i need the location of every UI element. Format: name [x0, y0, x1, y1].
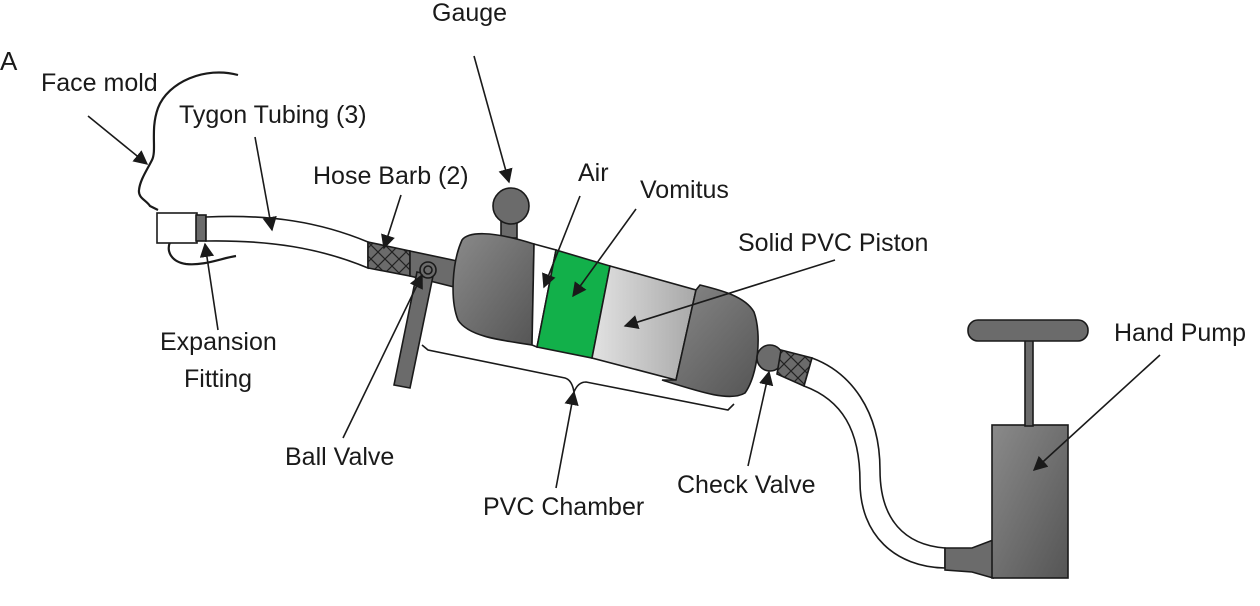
- label-ball-valve: Ball Valve: [285, 443, 394, 471]
- arrow-expansion-fitting: [199, 242, 219, 331]
- expansion-fitting-collar: [195, 214, 207, 242]
- hose-barb-front: [367, 241, 411, 277]
- chamber-left-cap: [452, 232, 535, 346]
- label-pvc-chamber: PVC Chamber: [483, 493, 644, 521]
- label-solid-pvc-piston: Solid PVC Piston: [738, 229, 928, 257]
- face-mold-profile: [137, 71, 239, 211]
- expansion-fitting: [156, 212, 198, 244]
- label-air: Air: [578, 159, 609, 187]
- chamber-right-cap: [661, 284, 759, 398]
- label-hose-barb: Hose Barb (2): [313, 162, 469, 190]
- arrow-hose-barb: [381, 194, 402, 250]
- label-vomitus: Vomitus: [640, 176, 729, 204]
- arrow-check-valve: [747, 370, 774, 467]
- arrow-face-mold: [87, 115, 149, 165]
- arrow-ball-valve: [342, 273, 423, 439]
- label-expansion-fitting-1: Expansion: [160, 328, 277, 356]
- arrow-air: [542, 195, 581, 289]
- label-tygon-tubing: Tygon Tubing (3): [179, 101, 367, 129]
- label-face-mold: Face mold: [41, 69, 158, 97]
- hand-pump: [944, 319, 1089, 580]
- arrow-piston: [623, 259, 836, 329]
- face-mold-chin: [167, 241, 237, 266]
- label-gauge: Gauge: [432, 0, 507, 27]
- pointer-arrows: [87, 55, 1161, 489]
- tygon-tubing-front: [205, 215, 369, 270]
- tygon-tubing-rear: [803, 356, 946, 569]
- arrow-pvc-chamber: [555, 390, 579, 489]
- label-hand-pump: Hand Pump: [1114, 319, 1246, 347]
- ball-valve: [393, 261, 437, 389]
- arrow-tygon-tubing: [254, 136, 277, 232]
- label-check-valve: Check Valve: [677, 471, 816, 499]
- arrow-vomitus: [572, 208, 637, 298]
- gauge: [492, 187, 530, 239]
- arrow-gauge: [473, 55, 513, 184]
- arrow-hand-pump: [1032, 354, 1161, 471]
- panel-letter: A: [0, 46, 18, 76]
- label-expansion-fitting-2: Fitting: [184, 365, 252, 393]
